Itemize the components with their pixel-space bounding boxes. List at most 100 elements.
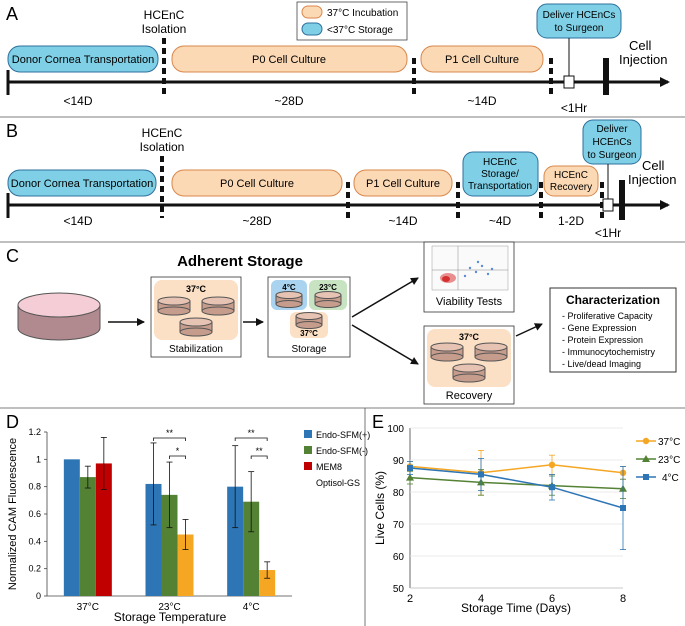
recovery-dish-1 bbox=[430, 342, 464, 362]
stage-b-recovery bbox=[543, 165, 599, 197]
panel-e: E Live Cells (%) Storage Time (Days) 50 6… bbox=[372, 412, 680, 615]
line-chart-xtick-label: 4 bbox=[478, 593, 484, 605]
legend-text-endo-plus: Endo-SFM(+) bbox=[316, 430, 370, 440]
duration-b-4: ~4D bbox=[489, 214, 512, 228]
characterization-item-3: - Protein Expression bbox=[562, 335, 643, 345]
legend-storage-swatch bbox=[301, 22, 323, 36]
petri-dish-top bbox=[17, 292, 101, 318]
legend-swatch-endo-minus bbox=[304, 446, 312, 454]
duration-b-6: <1Hr bbox=[595, 226, 621, 240]
stage-b-storage-l3: Transportation bbox=[468, 181, 532, 192]
legend-text-optisol: Optisol-GS bbox=[316, 478, 360, 488]
bar-chart-xtick-label: 37°C bbox=[77, 602, 99, 613]
line-chart: Live Cells (%) Storage Time (Days) 50 60 7… bbox=[373, 424, 627, 615]
deliver-b-line3: to Surgeon bbox=[588, 150, 637, 161]
bar-chart-ytick-label: 0.4 bbox=[28, 536, 41, 546]
bar-chart-xtick-label: 4°C bbox=[243, 602, 260, 613]
arrow-to-characterization bbox=[515, 323, 543, 337]
injection-a-line2: Injection bbox=[619, 52, 667, 67]
duration-b-5: 1-2D bbox=[558, 214, 584, 228]
characterization-item-2: - Gene Expression bbox=[562, 323, 637, 333]
characterization-item-5: - Live/dead Imaging bbox=[562, 359, 641, 369]
injection-b-line1: Cell bbox=[642, 158, 665, 173]
duration-a-1: <14D bbox=[63, 94, 92, 108]
recovery-dish-2 bbox=[474, 342, 508, 362]
characterization-title: Characterization bbox=[566, 293, 660, 307]
panel-e-letter: E bbox=[372, 412, 384, 432]
line-chart-ytick-label: 90 bbox=[393, 456, 405, 467]
bar-chart-ytick-label: 0 bbox=[36, 591, 41, 601]
storage-label: Storage bbox=[291, 344, 326, 355]
storage-dish-37c bbox=[295, 312, 323, 329]
bar-chart-ylabel: Normalized CAM Fluorescence bbox=[7, 438, 19, 590]
bar-chart-ytick-label: 1 bbox=[36, 454, 41, 464]
stage-a-p1 bbox=[420, 45, 544, 73]
data-point bbox=[407, 465, 413, 471]
deliver-box-b bbox=[582, 119, 642, 165]
legend-storage-label: <37°C Storage bbox=[327, 25, 393, 36]
significance-label: ** bbox=[166, 428, 174, 438]
panel-a: A 37°C Incubation <37°C Storage HCEnC Is… bbox=[6, 1, 670, 115]
data-point bbox=[548, 461, 556, 468]
duration-b-3: ~14D bbox=[388, 214, 417, 228]
data-point bbox=[549, 484, 555, 491]
arrow-to-viability bbox=[351, 277, 419, 318]
significance-bracket bbox=[250, 455, 268, 459]
significance-label: ** bbox=[256, 446, 264, 456]
stage-b-p0 bbox=[171, 169, 343, 197]
bar bbox=[161, 494, 178, 596]
break-a bbox=[563, 75, 575, 89]
legend-swatch-mem8 bbox=[304, 462, 312, 470]
petri-dish bbox=[17, 292, 101, 341]
viability-label: Viability Tests bbox=[436, 296, 503, 308]
duration-a-3: ~14D bbox=[467, 94, 496, 108]
panel-d: D Normalized CAM Fluorescence Storage Te… bbox=[6, 412, 370, 624]
legend-text-mem8: MEM8 bbox=[316, 462, 342, 472]
isolation-label-a2: Isolation bbox=[142, 22, 187, 36]
stage-b-p0-label: P0 Cell Culture bbox=[220, 178, 294, 190]
injection-b-line2: Injection bbox=[628, 172, 676, 187]
line-chart-ytick-label: 60 bbox=[393, 552, 405, 563]
stabilization-temp: 37°C bbox=[186, 284, 207, 294]
data-point bbox=[620, 505, 626, 511]
stabilization-label: Stabilization bbox=[169, 344, 223, 355]
legend: 37°C Incubation <37°C Storage bbox=[296, 1, 408, 41]
stage-b-recovery-l2: Recovery bbox=[550, 182, 592, 193]
bar-chart-xtick-label: 23°C bbox=[158, 602, 180, 613]
bar-chart-ytick-label: 0.8 bbox=[28, 482, 41, 492]
characterization-item-4: - Immunocytochemistry bbox=[562, 347, 656, 357]
significance-bracket bbox=[234, 437, 268, 441]
storage-temp-37: 37°C bbox=[300, 329, 318, 338]
line-chart-ytick-label: 70 bbox=[393, 520, 405, 531]
line-chart-ytick-label: 80 bbox=[393, 488, 405, 499]
characterization-item-1: - Proliferative Capacity bbox=[562, 311, 653, 321]
panel-c-title: Adherent Storage bbox=[177, 253, 303, 270]
line-chart-xlabel: Storage Time (Days) bbox=[461, 601, 571, 615]
duration-a-4: <1Hr bbox=[561, 101, 587, 115]
legend-text-endo-minus: Endo-SFM(-) bbox=[316, 446, 368, 456]
isolation-label-b1: HCEnC bbox=[142, 126, 183, 140]
stage-b-donor-label: Donor Cornea Transportation bbox=[11, 178, 153, 190]
deliver-a-line2: to Surgeon bbox=[555, 23, 604, 34]
bar bbox=[145, 483, 162, 596]
duration-a-2: ~28D bbox=[274, 94, 303, 108]
panel-c-letter: C bbox=[6, 246, 19, 266]
recovery-label: Recovery bbox=[446, 390, 493, 402]
bar-chart-xlabel: Storage Temperature bbox=[114, 610, 227, 624]
bar bbox=[79, 477, 96, 596]
bar-chart: Normalized CAM Fluorescence Storage Temp… bbox=[7, 427, 292, 624]
storage-dish-23c bbox=[314, 291, 342, 308]
storage-temp-23: 23°C bbox=[319, 283, 337, 292]
stage-b-recovery-l1: HCEnC bbox=[554, 170, 588, 181]
stage-a-p0-label: P0 Cell Culture bbox=[252, 54, 326, 66]
legend-marker-4 bbox=[643, 474, 649, 480]
line-chart-xtick-label: 2 bbox=[407, 593, 413, 605]
line-chart-xtick-label: 6 bbox=[549, 593, 555, 605]
deliver-b-line2: HCEnCs bbox=[593, 137, 632, 148]
line-chart-ylabel: Live Cells (%) bbox=[373, 471, 387, 545]
line-chart-legend: 37°C 23°C 4°C bbox=[636, 437, 680, 484]
significance-label: ** bbox=[248, 428, 256, 438]
panel-a-letter: A bbox=[6, 4, 18, 24]
line-chart-ytick-label: 50 bbox=[393, 584, 405, 595]
